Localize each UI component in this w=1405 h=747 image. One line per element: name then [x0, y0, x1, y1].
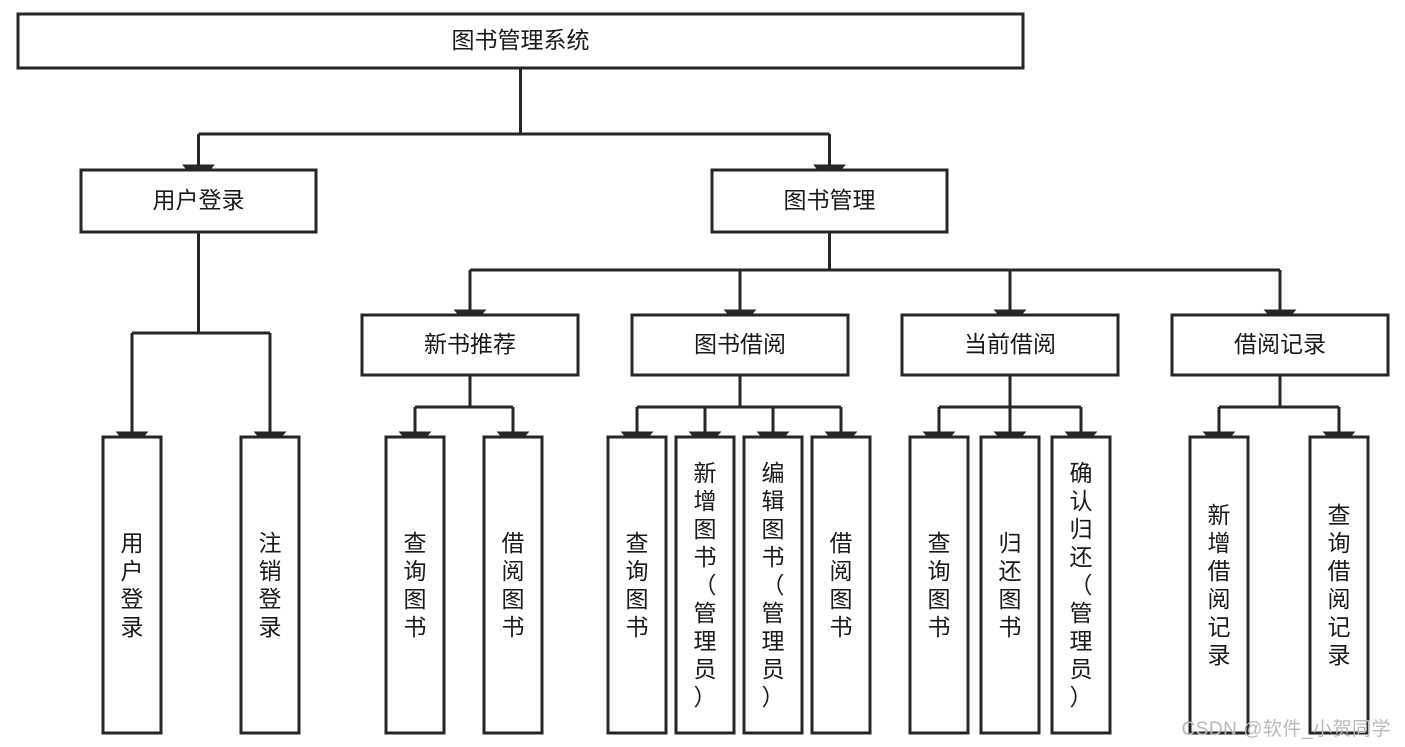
node-box[interactable]	[900, 313, 1120, 377]
node-label: 归还图书	[999, 530, 1022, 640]
node-records[interactable]: 借阅记录	[1170, 313, 1390, 377]
node-box[interactable]	[630, 313, 850, 377]
node-leaf5[interactable]: 查询图书	[606, 435, 668, 735]
node-leaf7[interactable]: 编辑图书（管理员）	[742, 435, 804, 735]
node-label: 新增借阅记录	[1208, 502, 1231, 668]
node-leaf6[interactable]: 新增图书（管理员）	[674, 435, 736, 735]
node-label: 编辑图书（管理员）	[762, 460, 785, 710]
node-box[interactable]	[908, 435, 970, 735]
node-leaf1[interactable]: 用户登录	[101, 435, 163, 735]
node-box[interactable]	[16, 12, 1025, 70]
node-box[interactable]	[101, 435, 163, 735]
node-login[interactable]: 用户登录	[79, 168, 318, 234]
node-box[interactable]	[360, 313, 580, 377]
node-label: 图书管理	[784, 187, 876, 213]
edge-group-current	[922, 375, 1098, 451]
node-label: 查询图书	[928, 530, 951, 640]
node-label: 查询图书	[626, 530, 649, 640]
node-box[interactable]	[606, 435, 668, 735]
node-box[interactable]	[1170, 313, 1390, 377]
node-layer: 图书管理系统用户登录图书管理新书推荐图书借阅当前借阅借阅记录用户登录注销登录查询…	[16, 12, 1390, 735]
node-box[interactable]	[810, 435, 872, 735]
node-label: 当前借阅	[964, 331, 1056, 357]
node-newbook[interactable]: 新书推荐	[360, 313, 580, 377]
edge-group-bookmgmt	[453, 232, 1297, 329]
node-leaf2[interactable]: 注销登录	[239, 435, 301, 735]
node-leaf4[interactable]: 借阅图书	[482, 435, 544, 735]
node-leaf11[interactable]: 确认归还（管理员）	[1050, 435, 1112, 735]
node-box[interactable]	[1308, 435, 1370, 735]
node-label: 用户登录	[121, 530, 144, 640]
node-leaf9[interactable]: 查询图书	[908, 435, 970, 735]
edge-group-login	[115, 232, 287, 451]
node-label: 注销登录	[259, 530, 282, 640]
node-root[interactable]: 图书管理系统	[16, 12, 1025, 70]
node-label: 借阅图书	[830, 530, 853, 640]
edge-layer	[115, 68, 1356, 451]
edge-group-borrow	[620, 375, 858, 451]
node-borrow[interactable]: 图书借阅	[630, 313, 850, 377]
edge-group-root	[182, 68, 846, 184]
node-leaf3[interactable]: 查询图书	[384, 435, 446, 735]
node-label: 图书管理系统	[452, 27, 590, 53]
edge-group-records	[1202, 375, 1356, 451]
node-label: 借阅图书	[502, 530, 525, 640]
node-label: 确认归还（管理员）	[1070, 460, 1093, 710]
node-current[interactable]: 当前借阅	[900, 313, 1120, 377]
node-label: 查询借阅记录	[1328, 502, 1351, 668]
node-leaf13[interactable]: 查询借阅记录	[1308, 435, 1370, 735]
edge-group-newbook	[398, 375, 530, 451]
node-box[interactable]	[710, 168, 949, 234]
node-label: 新书推荐	[424, 331, 516, 357]
node-box[interactable]	[239, 435, 301, 735]
node-box[interactable]	[384, 435, 446, 735]
node-box[interactable]	[79, 168, 318, 234]
node-bookmgmt[interactable]: 图书管理	[710, 168, 949, 234]
node-label: 借阅记录	[1234, 331, 1326, 357]
node-box[interactable]	[742, 435, 804, 735]
node-leaf10[interactable]: 归还图书	[979, 435, 1041, 735]
node-label: 新增图书（管理员）	[694, 460, 717, 710]
node-leaf8[interactable]: 借阅图书	[810, 435, 872, 735]
node-box[interactable]	[674, 435, 736, 735]
node-label: 查询图书	[404, 530, 427, 640]
node-label: 用户登录	[153, 187, 245, 213]
node-leaf12[interactable]: 新增借阅记录	[1188, 435, 1250, 735]
node-box[interactable]	[482, 435, 544, 735]
node-box[interactable]	[979, 435, 1041, 735]
node-label: 图书借阅	[694, 331, 786, 357]
node-box[interactable]	[1188, 435, 1250, 735]
node-box[interactable]	[1050, 435, 1112, 735]
